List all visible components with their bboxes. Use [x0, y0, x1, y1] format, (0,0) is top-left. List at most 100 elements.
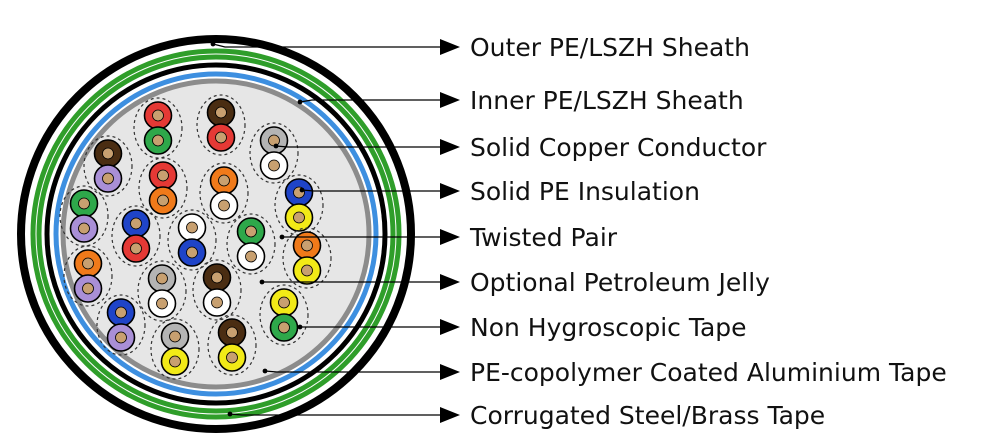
twisted-pair — [138, 157, 188, 219]
copper-conductor — [301, 264, 313, 277]
copper-conductor — [215, 106, 227, 119]
pair-boundary — [282, 227, 332, 289]
pair-boundary — [111, 205, 161, 267]
arrowhead-icon — [440, 274, 460, 290]
pair-boundary — [167, 209, 217, 271]
label-non-hygroscopic-tape: Non Hygroscopic Tape — [470, 313, 747, 342]
copper-conductor — [78, 197, 90, 210]
callout-labels: Outer PE/LSZH Sheath Inner PE/LSZH Sheat… — [469, 33, 947, 430]
arrowhead-icon — [440, 229, 460, 245]
twisted-pair — [199, 162, 249, 224]
copper-conductor — [115, 306, 127, 319]
pair-boundary — [138, 157, 188, 219]
pair-boundary — [199, 162, 249, 224]
steel-tape-ring-outer — [30, 48, 402, 420]
pair-boundary — [63, 245, 113, 307]
twisted-pair — [150, 318, 200, 380]
arrow-line — [264, 370, 440, 373]
copper-conductor — [78, 222, 90, 235]
twisted-pair — [83, 135, 133, 197]
copper-conductor — [82, 257, 94, 270]
copper-conductor — [278, 321, 290, 334]
copper-conductor — [278, 296, 290, 309]
copper-conductor — [218, 174, 230, 187]
pair-boundary — [259, 284, 309, 346]
callout-arrow — [297, 319, 460, 335]
pair-boundary — [196, 94, 246, 156]
pair-boundary — [150, 318, 200, 380]
copper-conductor — [245, 225, 257, 238]
copper-conductor — [102, 172, 114, 185]
copper-conductor — [82, 282, 94, 295]
copper-conductor — [157, 194, 169, 207]
label-twisted-pair: Twisted Pair — [469, 223, 618, 252]
aluminium-tape-ring — [53, 71, 379, 397]
twisted-pair — [274, 174, 324, 236]
pair-boundary — [207, 314, 257, 376]
pair-boundary — [83, 135, 133, 197]
twisted-pair — [167, 209, 217, 271]
arrowhead-icon — [440, 183, 460, 199]
copper-conductor — [245, 250, 257, 263]
copper-conductor — [130, 217, 142, 230]
inner-sheath-ring — [44, 62, 388, 406]
pair-boundary — [137, 260, 187, 322]
copper-conductor — [186, 246, 198, 259]
arrow-line — [275, 145, 440, 148]
copper-conductor — [169, 355, 181, 368]
twisted-pair — [96, 294, 146, 356]
callout-arrow — [279, 229, 460, 245]
arrowhead-icon — [440, 319, 460, 335]
arrow-line — [301, 189, 440, 192]
label-steel-brass-tape: Corrugated Steel/Brass Tape — [470, 401, 825, 430]
callout-arrow — [262, 364, 460, 380]
arrow-line — [229, 413, 440, 416]
copper-conductor — [211, 271, 223, 284]
callout-arrows — [210, 39, 460, 423]
callout-arrow — [273, 139, 460, 155]
callout-arrow — [259, 274, 460, 290]
twisted-pairs — [59, 94, 332, 380]
copper-conductor — [130, 242, 142, 255]
twisted-pair — [282, 227, 332, 289]
steel-tape-ring-inner — [36, 54, 396, 414]
twisted-pair — [59, 185, 109, 247]
copper-conductor — [152, 109, 164, 122]
copper-conductor — [169, 330, 181, 343]
label-solid-pe-insulation: Solid PE Insulation — [470, 177, 700, 206]
twisted-pair — [259, 284, 309, 346]
twisted-pair — [111, 205, 161, 267]
label-aluminium-tape: PE-copolymer Coated Aluminium Tape — [470, 358, 947, 387]
twisted-pair — [192, 259, 242, 321]
arrowhead-icon — [440, 92, 460, 108]
callout-arrow — [227, 407, 460, 423]
copper-conductor — [157, 169, 169, 182]
label-outer-sheath: Outer PE/LSZH Sheath — [470, 33, 750, 62]
pair-boundary — [96, 294, 146, 356]
twisted-pair — [226, 213, 276, 275]
twisted-pair — [207, 314, 257, 376]
arrowhead-icon — [440, 407, 460, 423]
callout-arrow — [210, 39, 460, 55]
copper-conductor — [152, 134, 164, 147]
copper-conductor — [226, 326, 238, 339]
arrowhead-icon — [440, 139, 460, 155]
copper-conductor — [226, 351, 238, 364]
twisted-pair — [196, 94, 246, 156]
arrowhead-icon — [440, 39, 460, 55]
label-petroleum-jelly: Optional Petroleum Jelly — [470, 268, 770, 297]
copper-conductor — [218, 199, 230, 212]
copper-conductor — [215, 131, 227, 144]
copper-conductor — [211, 296, 223, 309]
pair-boundary — [192, 259, 242, 321]
copper-conductor — [268, 159, 280, 172]
pair-boundary — [133, 97, 183, 159]
pair-boundary — [226, 213, 276, 275]
label-solid-copper-conductor: Solid Copper Conductor — [470, 133, 767, 162]
twisted-pair — [133, 97, 183, 159]
pair-boundary — [249, 122, 299, 184]
copper-conductor — [293, 211, 305, 224]
copper-conductor — [156, 272, 168, 285]
copper-conductor — [186, 221, 198, 234]
